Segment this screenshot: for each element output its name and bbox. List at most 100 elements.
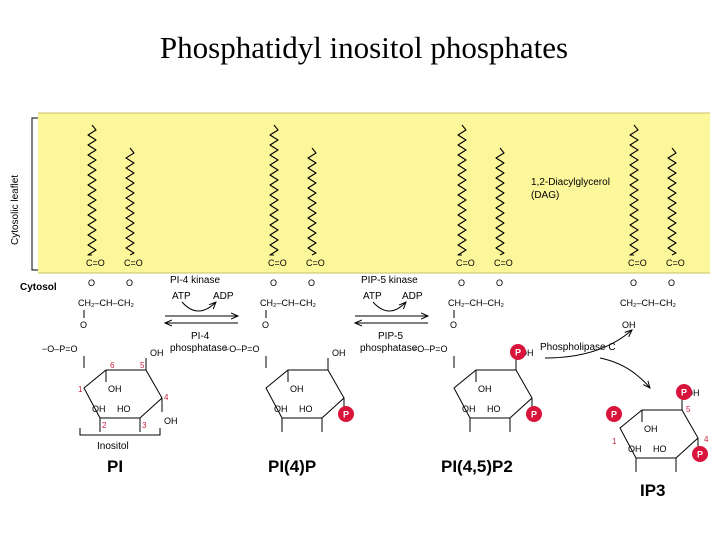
pi45p2-chain-1 <box>457 124 467 256</box>
pi45p2-o-1: O <box>458 278 465 288</box>
pi4p-o-3: O <box>262 320 269 330</box>
ip3-num-5: 5 <box>686 405 691 414</box>
pi-chain-1 <box>87 124 97 256</box>
pi45p2-oh-2: OH <box>462 404 476 414</box>
pi45p2-oh-6: OH <box>478 384 492 394</box>
dag-label-line1: 1,2-Diacylglycerol <box>531 177 610 188</box>
dag-label-line2: (DAG) <box>531 190 559 201</box>
pi-num-1: 1 <box>78 385 83 394</box>
dag-chain-1 <box>629 124 639 256</box>
pi45p2-phospho-5-label: P <box>515 348 521 358</box>
pi45p2-phosphate: −O–P=O <box>412 344 448 354</box>
pi4p-chain-1 <box>269 124 279 256</box>
pi-oh-4: OH <box>164 416 178 426</box>
pi45p2-o-3: O <box>450 320 457 330</box>
plc-arrow-ip3 <box>599 357 650 388</box>
ip3-phospho-5-label: P <box>681 388 687 398</box>
pi4p-chain-2 <box>307 147 317 256</box>
pi4p-glycerol: CH₂–CH–CH₂ <box>260 298 317 308</box>
r1-reverse-enzyme-1: PI-4 <box>191 331 210 342</box>
side-label: Cytosolic leaflet <box>10 175 21 245</box>
pi-phosphate: −O–P=O <box>42 344 78 354</box>
pi45p2-oh-5: OH <box>520 348 534 358</box>
ip3-num-1: 1 <box>612 437 617 446</box>
r2-atp: ATP <box>363 291 382 302</box>
dag-o-2: O <box>668 278 675 288</box>
pi-carbonyl-2: C=O <box>124 258 143 268</box>
pi4p-phosphate: −O–P=O <box>224 344 260 354</box>
pi45p2-phospho-5-badge <box>510 344 526 360</box>
pi4p-ho-3: HO <box>299 404 313 414</box>
pi4p-carbonyl-1: C=O <box>268 258 287 268</box>
pi4p-o-1: O <box>270 278 277 288</box>
dag-glycerol: CH₂–CH–CH₂ <box>620 298 677 308</box>
ip3-oh-2: OH <box>628 444 642 454</box>
pi4p-carbonyl-2: C=O <box>306 258 325 268</box>
pi45p2-phospho-4-badge <box>526 406 542 422</box>
pi45p2-chain-2 <box>495 147 505 256</box>
r3-enzyme: Phospholipase C <box>540 342 616 353</box>
pi4p-oh-5: OH <box>332 348 346 358</box>
pi4p-oh-2: OH <box>274 404 288 414</box>
pi45p2-glycerol: CH₂–CH–CH₂ <box>448 298 505 308</box>
compound-name-pi: PI <box>107 457 123 476</box>
dag-chain-2 <box>667 147 677 256</box>
pi4p-phospho-4-label: P <box>343 410 349 420</box>
inositol-label: Inositol <box>97 441 129 452</box>
pi-num-2: 2 <box>102 421 107 430</box>
pi-num-6: 6 <box>110 361 115 370</box>
ip3-phospho-4-label: P <box>697 450 703 460</box>
r1-atp: ATP <box>172 291 191 302</box>
r1-forward-enzyme: PI-4 kinase <box>170 275 220 286</box>
pi-o-3: O <box>80 320 87 330</box>
ip3-oh-6: OH <box>644 424 658 434</box>
pi45p2-carbonyl-1: C=O <box>456 258 475 268</box>
pi4p-oh-6: OH <box>290 384 304 394</box>
pi4p-o-2: O <box>308 278 315 288</box>
dag-o-1: O <box>630 278 637 288</box>
pi-carbonyl-1: C=O <box>86 258 105 268</box>
pi-num-4: 4 <box>164 393 169 402</box>
pi-oh-6: OH <box>108 384 122 394</box>
r1-reverse-enzyme-2: phosphatase <box>170 343 228 354</box>
ip3-phospho-1-badge <box>606 406 622 422</box>
pi4p-phospho-4-badge <box>338 406 354 422</box>
pi-num-5: 5 <box>140 361 145 370</box>
r2-cofactor-curve <box>372 302 406 312</box>
pi45p2-phospho-4-label: P <box>531 410 537 420</box>
pi-oh-2: OH <box>92 404 106 414</box>
compound-name-ip3: IP3 <box>640 481 666 500</box>
pi45p2-ho-3: HO <box>487 404 501 414</box>
plc-arrow-dag <box>544 330 632 359</box>
ip3-phospho-1-label: P <box>611 410 617 420</box>
dag-carbonyl-2: C=O <box>666 258 685 268</box>
pi-glycerol: CH₂–CH–CH₂ <box>78 298 135 308</box>
pi-ho-3: HO <box>117 404 131 414</box>
r1-adp: ADP <box>213 291 234 302</box>
compound-name-pi4p: PI(4)P <box>268 457 316 476</box>
pi-o-1: O <box>88 278 95 288</box>
page-title: Phosphatidyl inositol phosphates <box>159 30 569 65</box>
ip3-ho-3: HO <box>653 444 667 454</box>
pi-chain-2 <box>125 147 135 256</box>
ip3-num-4: 4 <box>704 435 709 444</box>
ip3-phospho-5-badge <box>676 384 692 400</box>
pi45p2-carbonyl-2: C=O <box>494 258 513 268</box>
r2-reverse-enzyme-2: phosphatase <box>360 343 418 354</box>
pi-num-3: 3 <box>142 421 147 430</box>
membrane-leaflet <box>38 113 710 273</box>
dag-oh: OH <box>622 320 636 330</box>
dag-carbonyl-1: C=O <box>628 258 647 268</box>
compound-name-pi45p2: PI(4,5)P2 <box>441 457 513 476</box>
ip3-oh-5: OH <box>686 388 700 398</box>
r2-adp: ADP <box>402 291 423 302</box>
cytosol-label: Cytosol <box>20 282 57 293</box>
pi-oh-5: OH <box>150 348 164 358</box>
pi45p2-o-2: O <box>496 278 503 288</box>
inositol-bracket <box>79 428 161 436</box>
r1-cofactor-curve <box>181 302 216 312</box>
leaflet-bracket <box>31 117 38 271</box>
ip3-phospho-4-badge <box>692 446 708 462</box>
r2-forward-enzyme: PIP-5 kinase <box>361 275 418 286</box>
